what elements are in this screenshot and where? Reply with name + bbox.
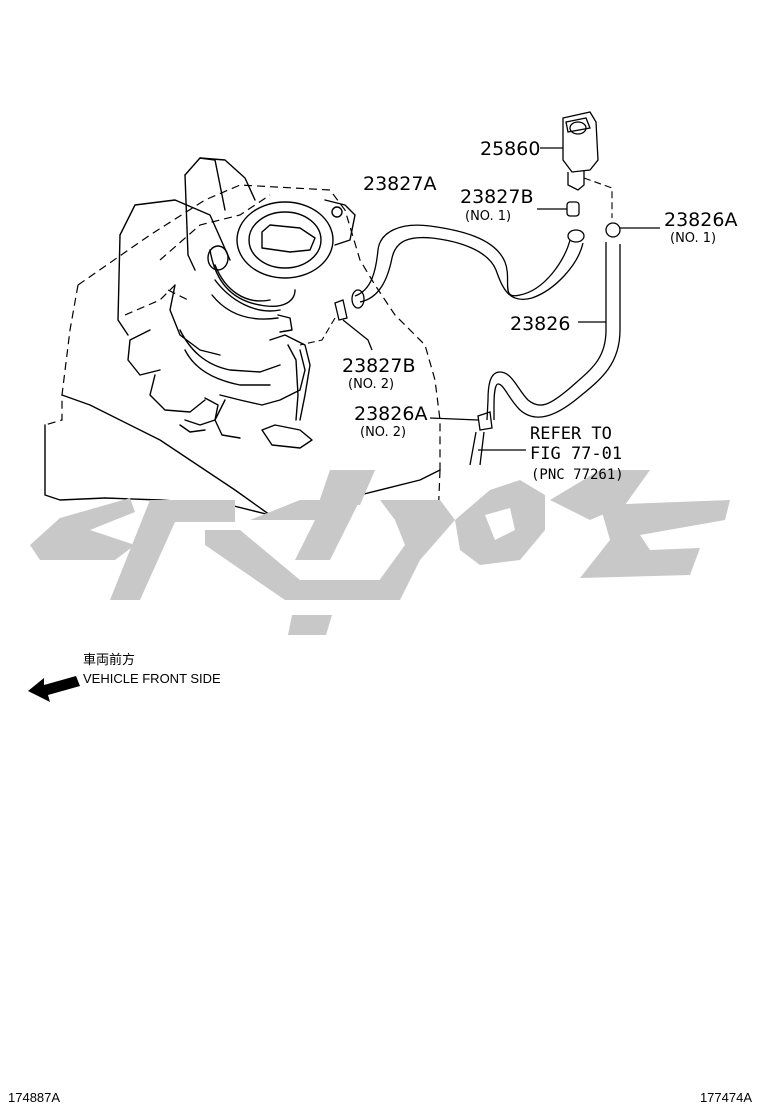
label-23826A-no2-sub: (NO. 2) [360,425,406,440]
label-23826A-no1-sub: (NO. 1) [670,231,716,246]
footer-left-code: 174887A [8,1090,60,1105]
clip-23827B-no1 [537,201,580,217]
vehicle-front-legend: 車両前方 VEHICLE FRONT SIDE [28,652,221,702]
label-23826A-no2: 23826A [354,403,427,425]
clip-23827B-no2 [299,299,373,351]
hose-23826 [486,242,621,421]
label-23827B-no2-sub: (NO. 2) [348,377,394,392]
arrow-left-icon [28,676,80,702]
valve-25860 [540,111,613,218]
legend-japanese: 車両前方 [83,652,135,667]
watermark-logo [30,470,730,635]
label-25860: 25860 [480,138,540,160]
label-23827B-no1: 23827B [460,186,533,208]
label-23827B-no2: 23827B [342,355,415,377]
legend-english: VEHICLE FRONT SIDE [83,671,221,686]
reference-line-1: REFER TO [530,424,612,444]
footer-right-code: 177474A [700,1090,752,1105]
label-23827B-no1-sub: (NO. 1) [465,209,511,224]
clamp-23826A-no2 [429,411,526,466]
label-23826A-no1: 23826A [664,209,737,231]
label-23826: 23826 [510,313,570,335]
reference-line-3: (PNC 77261) [531,467,624,483]
clamp-23826A-no1 [605,222,660,238]
engine-illustration [44,157,441,576]
reference-line-2: FIG 77-01 [530,444,622,464]
hose-23827A [351,224,585,309]
label-23827A: 23827A [363,173,436,195]
